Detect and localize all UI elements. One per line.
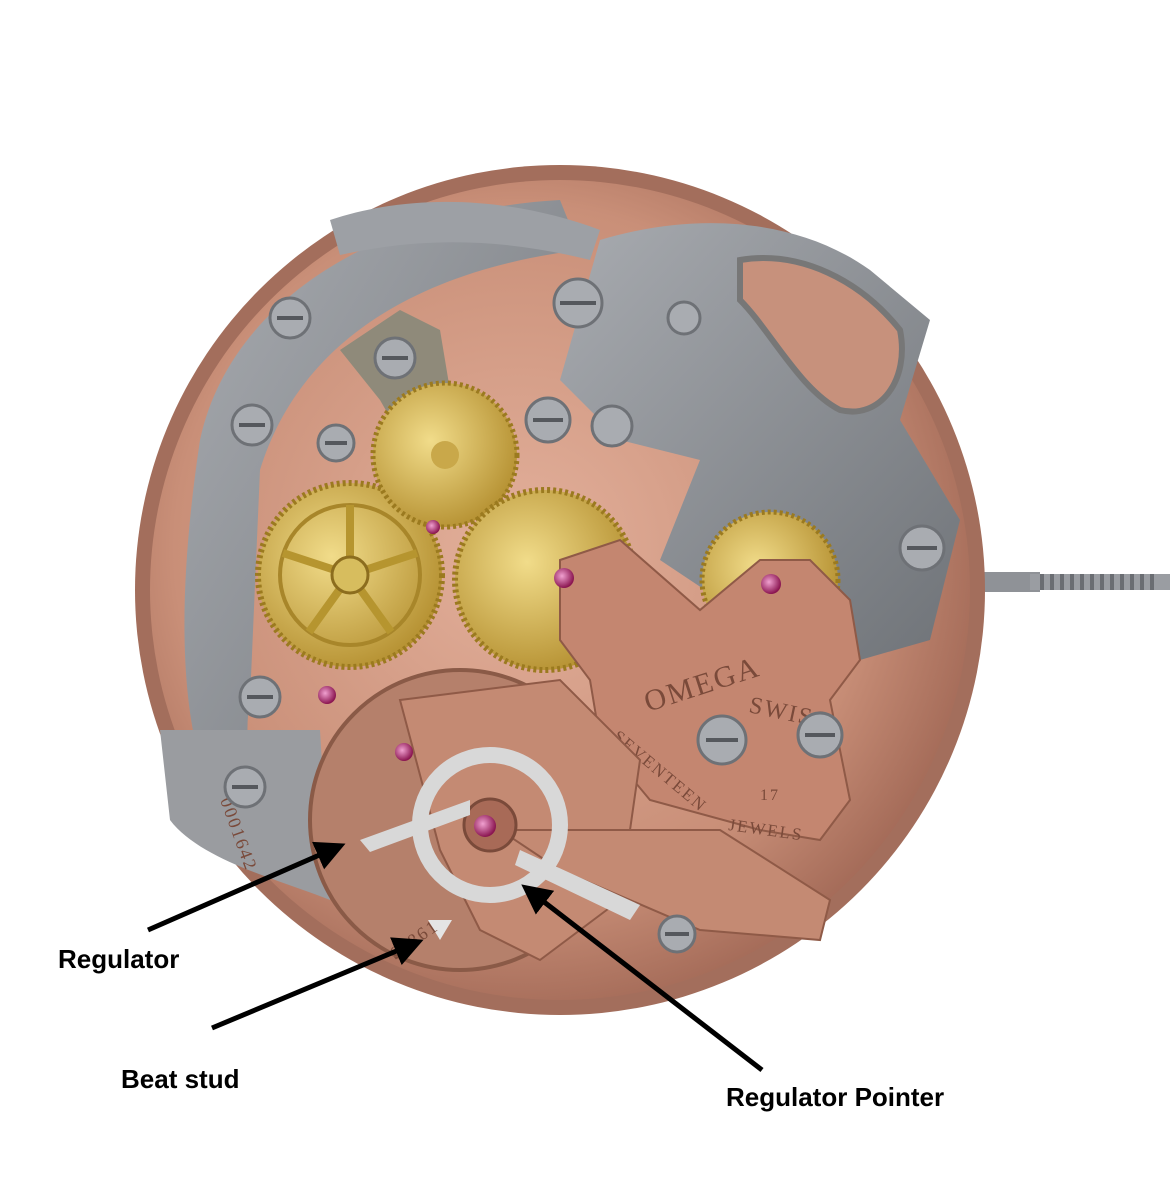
operating-lever [737,255,905,415]
escape-jewel [318,686,336,704]
regulator-index [360,800,470,852]
third-wheel-jewel [554,568,574,588]
serial-plate [160,730,330,900]
beat-stud-shape [428,920,452,940]
regulator-arrow [146,841,346,933]
beat-stud-arrow [211,937,424,1031]
beat-stud-label: Beat stud [121,1064,240,1094]
regulator-pointer-label: Regulator Pointer [726,1082,945,1112]
jewel-group [318,520,781,837]
regulator-pointer-arrow [521,884,764,1072]
intermediate-jewel [426,520,440,534]
winding-stem [960,572,1170,592]
balance-jewel [474,815,496,837]
crown-wheel-jewel [761,574,781,594]
pallet-jewel [395,743,413,761]
intermediate-wheel [370,380,520,530]
regulator-label: Regulator [58,944,180,974]
jewels-count-engraving: 17 [760,787,780,804]
chronograph-bridge-left [184,200,580,860]
regulator-pointer-tail [515,850,640,920]
screw-slots [232,301,937,936]
minute-counter-wheel [255,480,445,670]
chronograph-lever-top [330,201,600,260]
